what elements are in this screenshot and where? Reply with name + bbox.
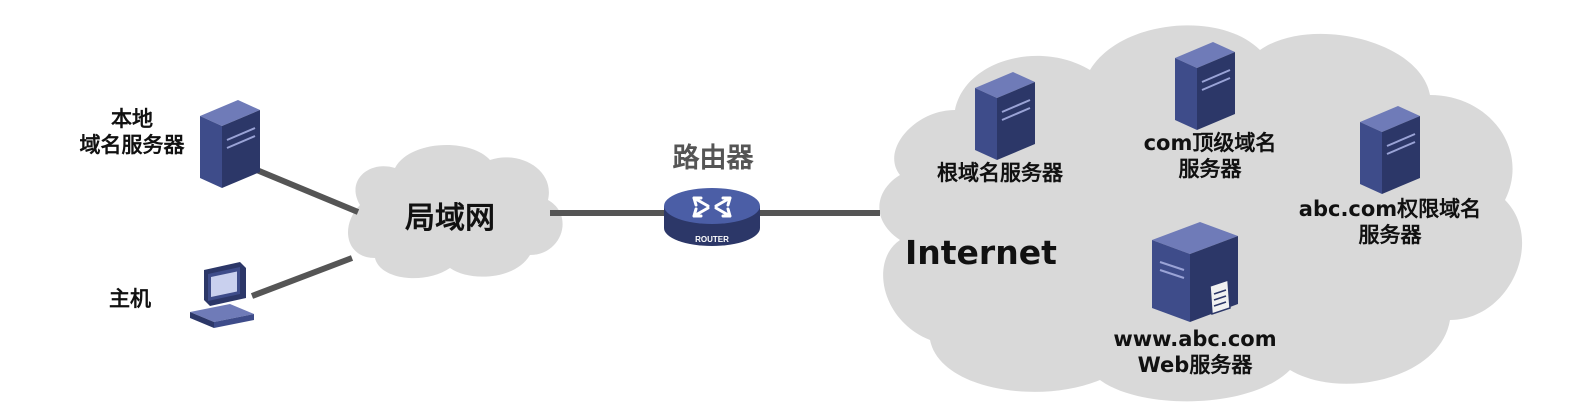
router-icon: ROUTER [664,188,760,246]
server-icon [200,100,260,188]
web-server-icon [1152,222,1238,322]
router-label: 路由器 [648,142,778,176]
root-dns-label: 根域名服务器 [920,160,1080,186]
internet-label: Internet [905,232,1055,273]
link-host-to-lan [252,258,352,296]
local-dns-label: 本地 域名服务器 [72,106,192,159]
host-label: 主机 [100,286,160,312]
local-dns-label-line1: 本地 [72,106,192,132]
web-server-label: www.abc.com Web服务器 [1100,326,1290,379]
lan-label: 局域网 [385,200,515,238]
abc-auth-label-line2: 服务器 [1285,222,1495,248]
web-server-label-line2: Web服务器 [1100,352,1290,378]
com-tld-label-line2: 服务器 [1115,156,1305,182]
com-tld-label-line1: com顶级域名 [1115,130,1305,156]
server-icon [1175,42,1235,130]
server-icon [975,72,1035,160]
local-dns-label-line2: 域名服务器 [72,132,192,158]
web-server-label-line1: www.abc.com [1100,326,1290,352]
abc-auth-label: abc.com权限域名 服务器 [1285,196,1495,249]
abc-auth-label-line1: abc.com权限域名 [1285,196,1495,222]
com-tld-label: com顶级域名 服务器 [1115,130,1305,183]
link-dns-to-lan [252,168,358,212]
server-icon [1360,106,1420,194]
router-badge: ROUTER [695,235,729,244]
computer-icon [190,262,254,328]
